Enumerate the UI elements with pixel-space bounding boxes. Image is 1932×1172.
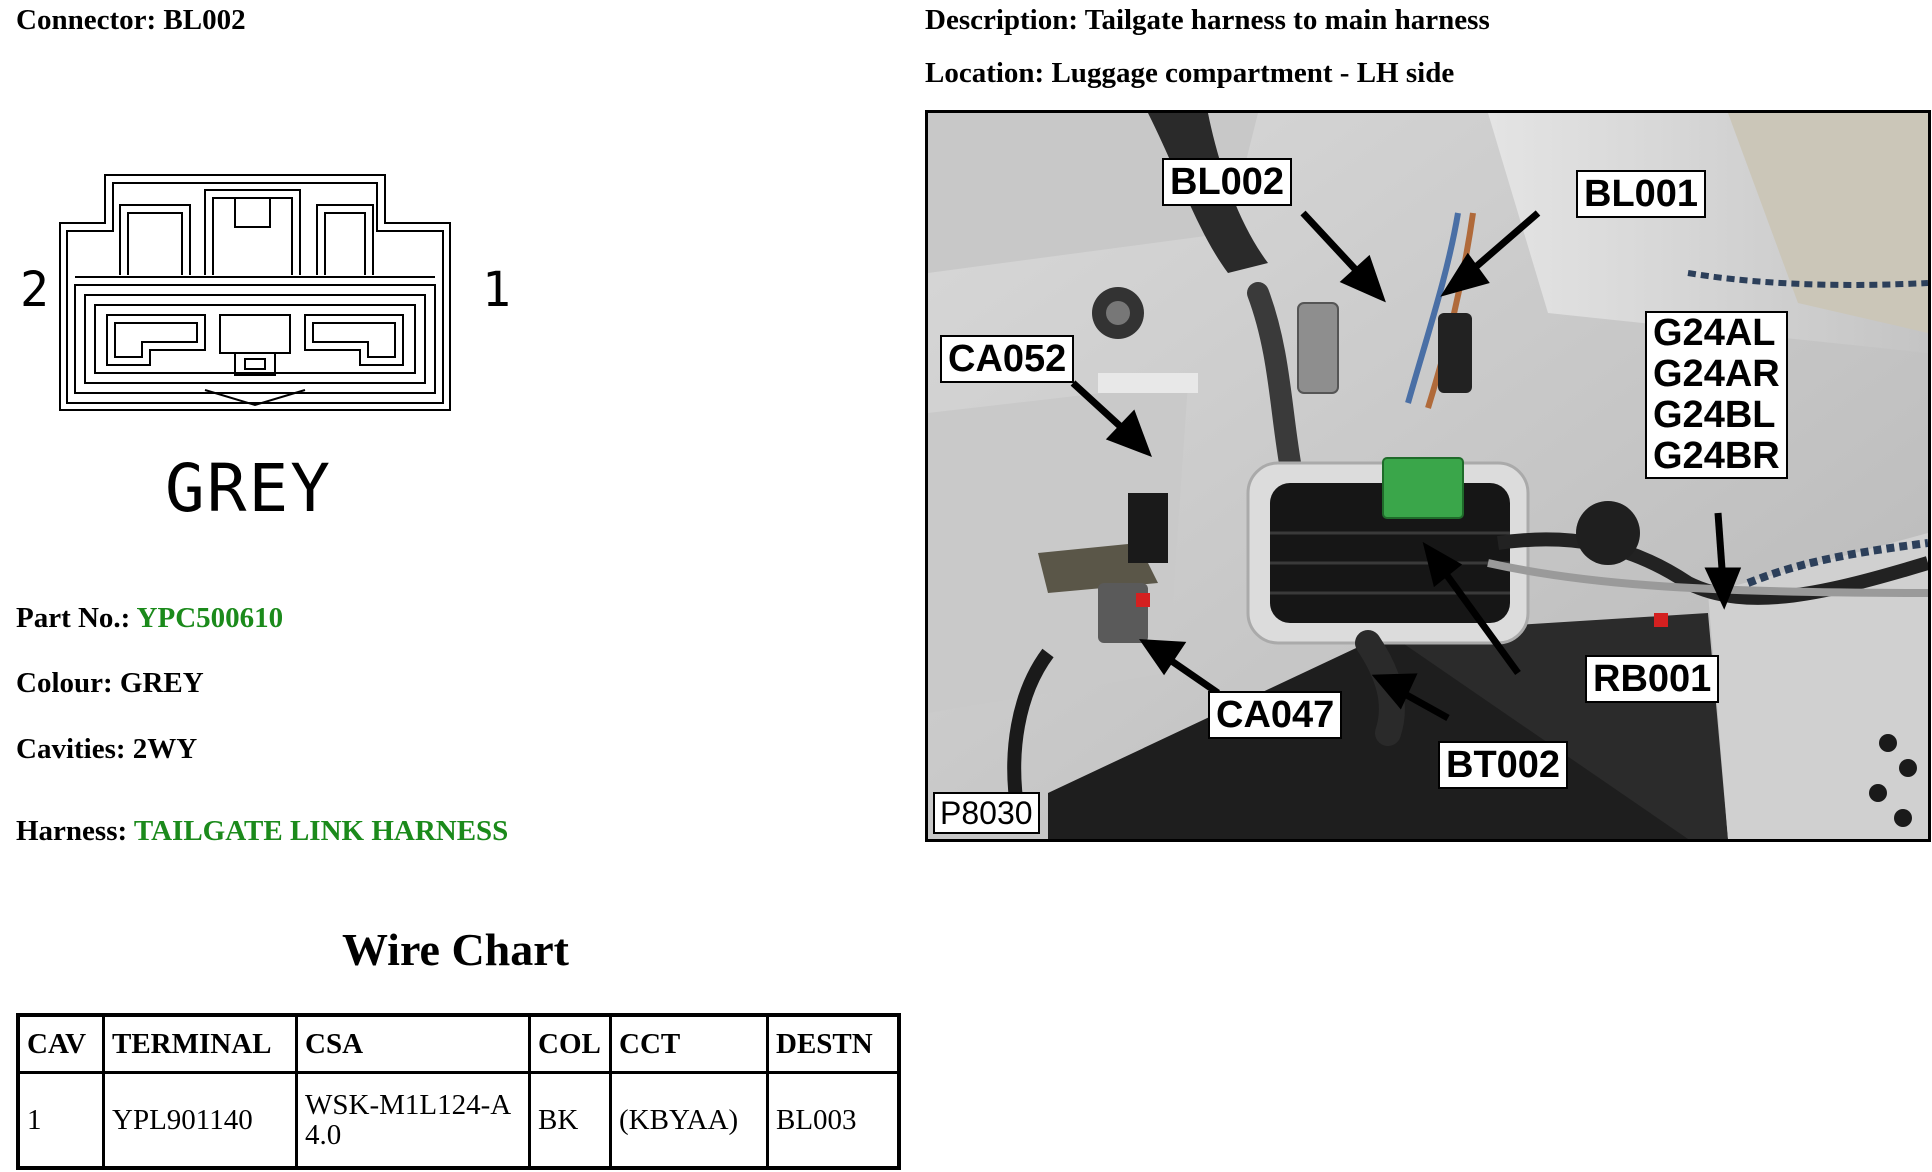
callout-ca052: CA052 (940, 335, 1075, 383)
callout-g24ar: G24AR (1653, 353, 1780, 395)
connector-line: Connector: BL002 (16, 4, 246, 37)
colour-label: Colour: (16, 667, 113, 699)
col-header-terminal: TERMINAL (102, 1013, 298, 1074)
wire-chart-title: Wire Chart (342, 924, 569, 975)
callout-bl002: BL002 (1162, 158, 1293, 206)
part-no-link[interactable]: YPC500610 (136, 602, 284, 634)
description-line: Description: Tailgate harness to main ha… (925, 4, 1490, 37)
cell-cav: 1 (16, 1071, 105, 1170)
harness-line: Harness: TAILGATE LINK HARNESS (16, 815, 508, 848)
latch-centre (204, 189, 301, 275)
connector-value: BL002 (163, 4, 246, 36)
wire-chart-header-row: CAV TERMINAL CSA COL CCT DESTN (16, 1013, 901, 1074)
location-line: Location: Luggage compartment - LH side (925, 57, 1454, 90)
part-no-line: Part No.: YPC500610 (16, 602, 283, 635)
col-header-cav: CAV (16, 1013, 105, 1074)
terminal-2 (106, 314, 206, 366)
callout-g24br: G24BR (1653, 435, 1780, 477)
connector-face-diagram (59, 174, 451, 411)
harness-label: Harness: (16, 815, 128, 847)
description-label: Description: (925, 4, 1079, 36)
col-header-cct: CCT (609, 1013, 769, 1074)
callout-rb001: RB001 (1585, 655, 1720, 703)
latch-left (119, 204, 191, 275)
cavities-line: Cavities: 2WY (16, 733, 197, 766)
pin-label-2: 2 (20, 262, 49, 318)
callout-g24-group: G24AL G24AR G24BL G24BR (1645, 311, 1788, 479)
cell-terminal: YPL901140 (102, 1071, 298, 1170)
location-label: Location: (925, 57, 1045, 89)
connector-label: Connector: (16, 4, 157, 36)
callout-ca047: CA047 (1208, 691, 1343, 739)
cavity-frame (74, 284, 436, 394)
harness-link[interactable]: TAILGATE LINK HARNESS (133, 815, 509, 847)
colour-value: GREY (119, 667, 204, 699)
terminal-1 (304, 314, 404, 366)
callout-g24bl: G24BL (1653, 394, 1776, 436)
callout-g24al: G24AL (1653, 312, 1776, 354)
cell-destn: BL003 (766, 1071, 901, 1170)
col-header-csa: CSA (295, 1013, 531, 1074)
latch-right (316, 204, 374, 275)
photo-scene (928, 113, 1928, 839)
col-header-col: COL (528, 1013, 612, 1074)
cavities-label: Cavities: (16, 733, 126, 765)
callout-bl001: BL001 (1576, 170, 1707, 218)
colour-line: Colour: GREY (16, 667, 204, 700)
cavities-value: 2WY (132, 733, 198, 765)
location-photo: BL002 BL001 G24AL G24AR G24BL G24BR CA05… (925, 110, 1931, 842)
description-value: Tailgate harness to main harness (1084, 4, 1490, 36)
pin-label-1: 1 (482, 262, 511, 318)
part-no-label: Part No.: (16, 602, 131, 634)
table-row: 1 YPL901140 WSK-M1L124-A 4.0 BK (KBYAA) … (16, 1071, 901, 1170)
centre-key (219, 314, 291, 354)
col-header-destn: DESTN (766, 1013, 901, 1074)
connector-outline (59, 174, 451, 411)
cell-cct: (KBYAA) (609, 1071, 769, 1170)
cell-col: BK (528, 1071, 612, 1170)
callout-bt002: BT002 (1438, 741, 1569, 789)
cell-csa: WSK-M1L124-A 4.0 (295, 1071, 531, 1170)
figure-id: P8030 (933, 792, 1040, 834)
wire-chart-table: CAV TERMINAL CSA COL CCT DESTN 1 YPL9011… (16, 1013, 901, 1170)
location-value: Luggage compartment - LH side (1051, 57, 1455, 89)
diagram-colour-label: GREY (165, 450, 332, 527)
